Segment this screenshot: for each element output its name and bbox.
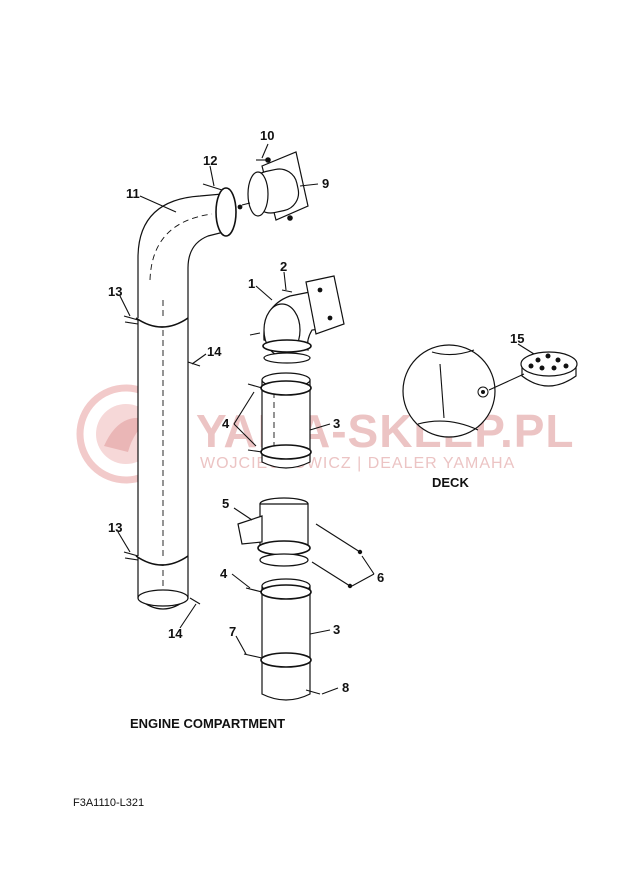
- callout-5: 5: [222, 496, 229, 511]
- callout-13-lower: 13: [108, 520, 122, 535]
- long-bent-exhaust-pipe: [137, 191, 235, 610]
- screw-left-elbow: [249, 332, 261, 336]
- screw-left-upper: [241, 202, 251, 206]
- vent-cap-leader: [488, 373, 525, 391]
- engine-compartment-label: ENGINE COMPARTMENT: [130, 716, 285, 731]
- callout-6: 6: [377, 570, 384, 585]
- watermark-brand: YAMA-SKLEP.PL: [196, 405, 575, 457]
- deck-label: DECK: [432, 475, 469, 490]
- callout-13-upper: 13: [108, 284, 122, 299]
- upper-hose: [247, 372, 312, 469]
- callout-3-upper: 3: [333, 416, 340, 431]
- muffler-joint: [237, 497, 311, 567]
- lower-hose: [243, 578, 321, 701]
- vent-cap: [520, 351, 578, 387]
- lower-hose-clamp: [123, 551, 189, 566]
- figure-code: F3A1110-L321: [73, 797, 144, 809]
- callout-10: 10: [260, 128, 274, 143]
- callout-1: 1: [248, 276, 255, 291]
- mounting-screws: [311, 523, 363, 589]
- elbow-joint: [262, 275, 345, 364]
- callout-4-upper: 4: [222, 416, 230, 431]
- callout-9: 9: [322, 176, 329, 191]
- deck-detail-view: [402, 344, 496, 438]
- callout-14-lower: 14: [168, 626, 183, 641]
- callout-14-upper: 14: [207, 344, 222, 359]
- upper-hose-clamp: [123, 315, 189, 328]
- screw-2: [281, 289, 293, 293]
- callout-8: 8: [342, 680, 349, 695]
- callout-4-lower: 4: [220, 566, 228, 581]
- callout-2: 2: [280, 259, 287, 274]
- watermark-dealer: WOJCIECHOWICZ | DEALER YAMAHA: [200, 455, 515, 472]
- callout-12: 12: [203, 153, 217, 168]
- pipe-bottom-end: [137, 589, 189, 607]
- pipe-end-clamp: [202, 183, 243, 237]
- callout-3-lower: 3: [333, 622, 340, 637]
- callout-11: 11: [126, 186, 140, 201]
- upper-outlet-flange: [247, 151, 309, 221]
- callout-7: 7: [229, 624, 236, 639]
- callout-15: 15: [510, 331, 524, 346]
- leader-lines: [117, 143, 535, 695]
